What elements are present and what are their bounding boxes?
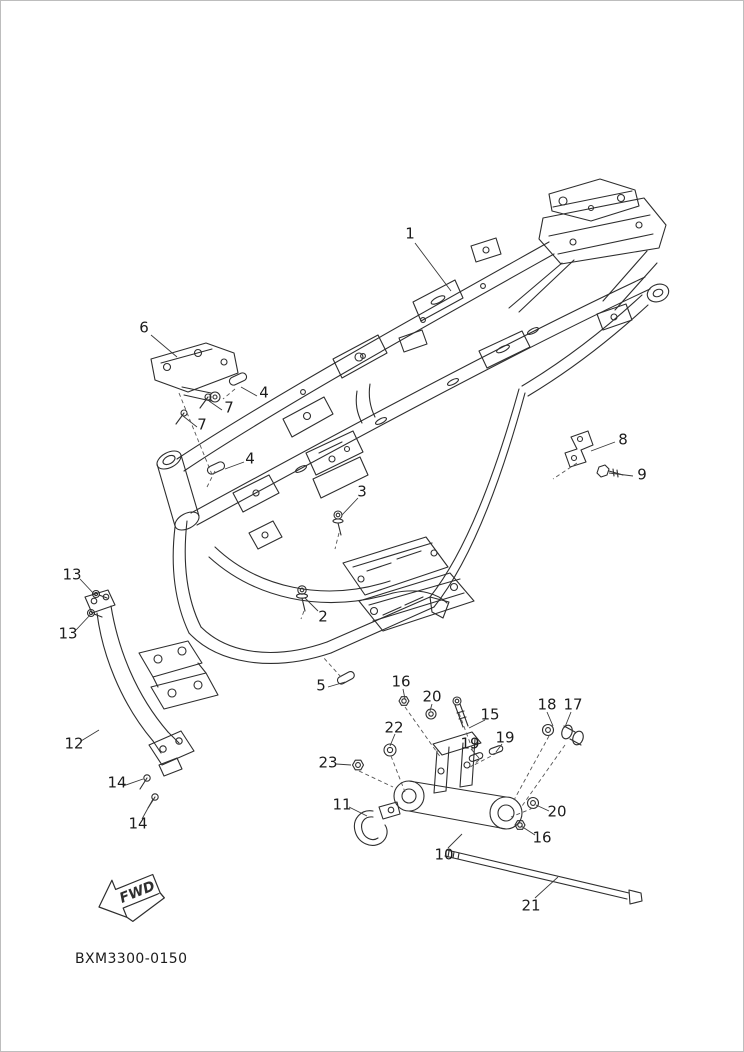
callout-15: 15 <box>480 705 500 724</box>
callout-4: 4 <box>245 449 255 468</box>
callout-16: 16 <box>391 672 411 691</box>
callout-8: 8 <box>618 430 628 449</box>
callout-3: 3 <box>357 482 367 501</box>
callout-7: 7 <box>197 415 207 434</box>
callout-9: 9 <box>637 465 647 484</box>
engine-mount-link-art <box>351 696 643 905</box>
callout-11: 11 <box>332 795 352 814</box>
callout-2: 2 <box>318 607 328 626</box>
callout-17: 17 <box>563 695 583 714</box>
callout-5: 5 <box>316 676 326 695</box>
callout-19: 19 <box>460 734 480 753</box>
frame-fasteners-art <box>175 372 624 685</box>
callout-4: 4 <box>259 383 269 402</box>
callout-18: 18 <box>537 695 557 714</box>
callout-20: 20 <box>422 687 442 706</box>
callout-22: 22 <box>384 718 404 737</box>
callout-14: 14 <box>107 773 127 792</box>
drawing-code: BXM3300-0150 <box>75 951 188 967</box>
fwd-arrow-icon: FWD <box>98 873 165 922</box>
callout-19: 19 <box>495 728 515 747</box>
leader-lines <box>75 242 634 899</box>
frame-assembly-art <box>138 178 670 710</box>
callout-20: 20 <box>547 802 567 821</box>
callout-7: 7 <box>224 398 234 417</box>
callout-23: 23 <box>318 753 338 772</box>
callout-21: 21 <box>521 896 541 915</box>
assembly-axis-lines <box>178 388 578 818</box>
callout-10: 10 <box>434 845 454 864</box>
callout-1: 1 <box>405 224 415 243</box>
callout-12: 12 <box>64 734 84 753</box>
callout-16: 16 <box>532 828 552 847</box>
callout-6: 6 <box>139 318 149 337</box>
callout-13: 13 <box>58 624 78 643</box>
callout-13: 13 <box>62 565 82 584</box>
callout-14: 14 <box>128 814 148 833</box>
